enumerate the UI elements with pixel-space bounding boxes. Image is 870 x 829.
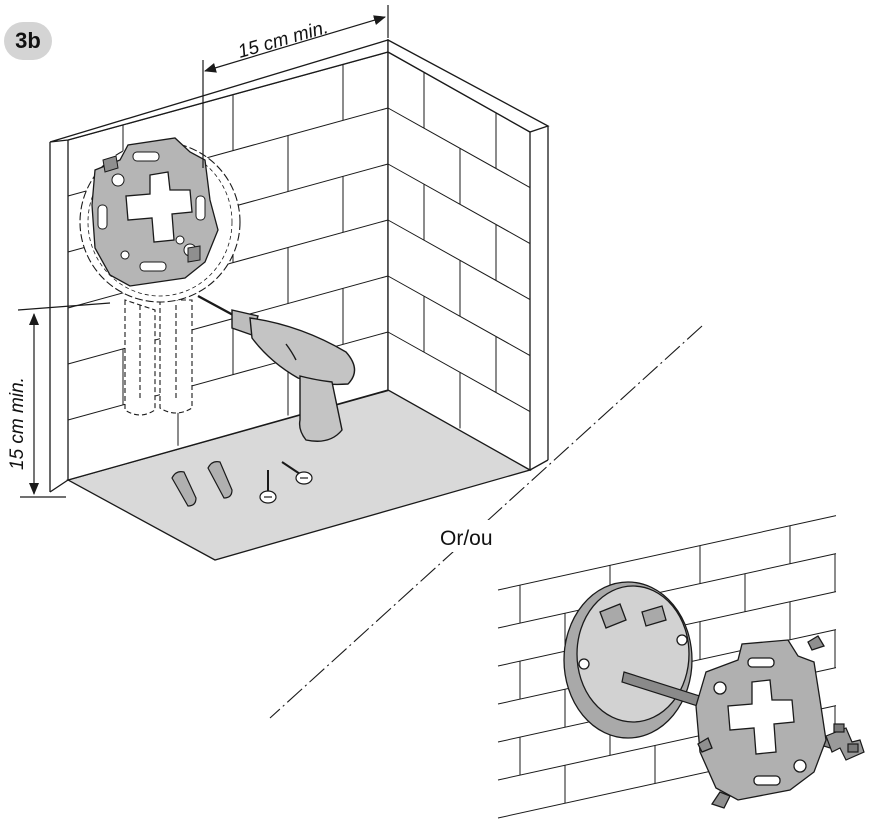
connector-block: [825, 723, 865, 761]
embedded-box-outline: [124, 299, 193, 416]
horizontal-dimension-label: 15 cm min.: [236, 17, 331, 63]
brick-line: [497, 515, 837, 591]
or-label: Or/ou: [440, 527, 493, 550]
brick-line: [387, 219, 531, 300]
brick-line: [387, 163, 531, 244]
dimension-horizontal: [202, 5, 389, 168]
brick-pattern-right: [387, 72, 531, 429]
separator-label-bg: [432, 520, 514, 552]
brick-line: [67, 275, 389, 365]
brick-line: [387, 107, 531, 188]
wall-plug-icon: [171, 461, 233, 507]
drill-icon: [197, 294, 356, 442]
flush-box: [563, 581, 693, 739]
brick-line: [387, 331, 531, 412]
dimension-vertical: [17, 302, 111, 498]
separator-line: [269, 325, 703, 719]
mounting-plate-wall: [79, 137, 241, 303]
mounting-plate-alt: [695, 635, 827, 809]
vertical-dimension-label: 15 cm min.: [7, 377, 28, 470]
screw-icon: [259, 461, 313, 504]
brick-line: [497, 553, 837, 629]
step-badge: 3b: [4, 22, 52, 60]
brick-line: [387, 275, 531, 356]
